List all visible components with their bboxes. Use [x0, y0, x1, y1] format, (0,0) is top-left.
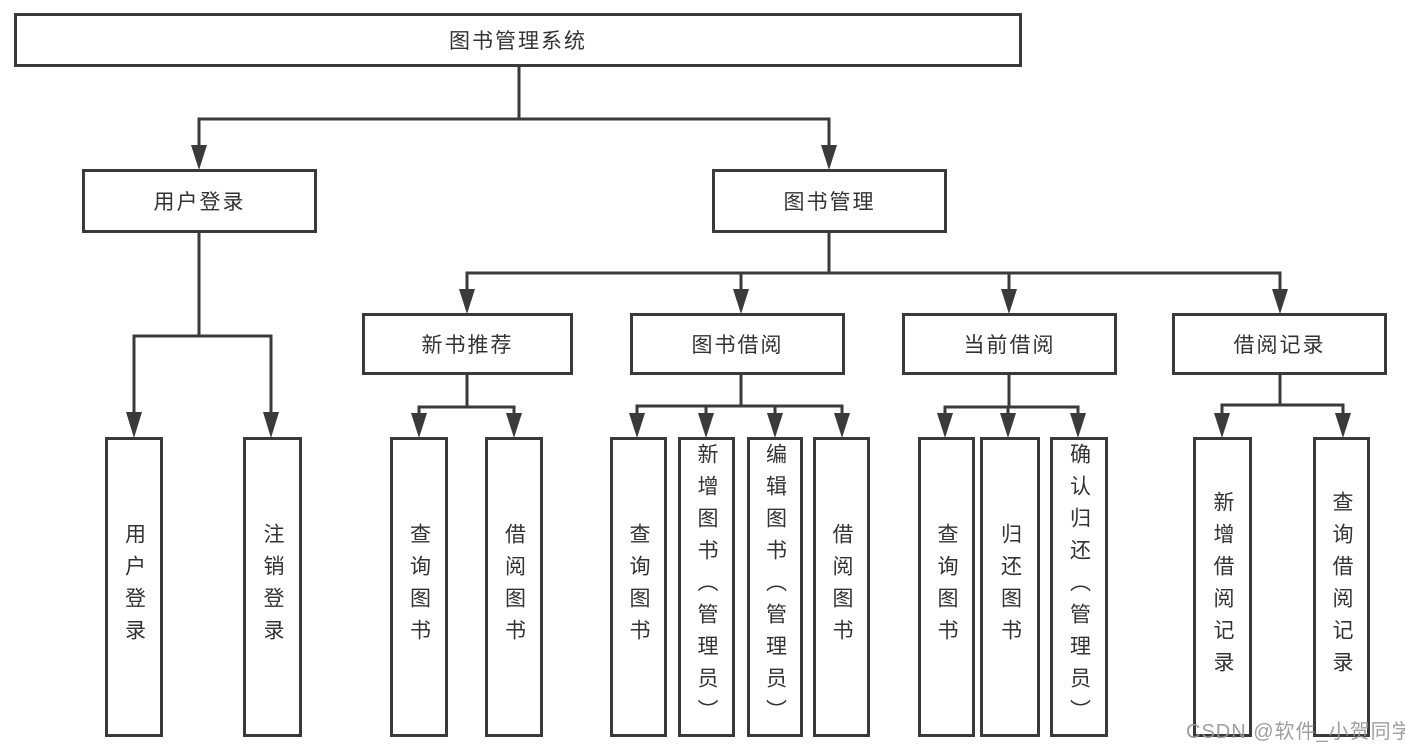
leaf-logout-label: 注销登录: [261, 523, 284, 651]
leaf-recommend-borrow-books-label: 借阅图书: [502, 523, 526, 651]
node-book-management-label: 图书管理: [783, 191, 876, 214]
connector-borrow-records: [1220, 375, 1345, 415]
leaf-user-login-label: 用户登录: [122, 523, 146, 651]
arrowheads-user-login: [126, 412, 279, 438]
node-book-borrow-label: 图书借阅: [691, 334, 784, 357]
node-borrow-records: 借阅记录: [1172, 313, 1387, 375]
leaf-borrow-query-books-label: 查询图书: [627, 523, 650, 651]
arrowheads-borrow-records: [1214, 413, 1351, 438]
node-new-book-recommend: 新书推荐: [362, 313, 573, 375]
leaf-recommend-query-books: 查询图书: [390, 437, 448, 737]
leaf-add-books-admin-label: 新增图书（管理员）: [695, 443, 718, 731]
leaf-query-borrow-record: 查询借阅记录: [1313, 437, 1370, 737]
arrowheads-new-book-rec: [411, 413, 522, 438]
leaf-recommend-borrow-books: 借阅图书: [485, 437, 543, 737]
node-user-login-label: 用户登录: [153, 191, 246, 214]
connector-current-borrow: [943, 375, 1080, 415]
leaf-confirm-return-admin: 确认归还（管理员）: [1050, 437, 1108, 737]
connector-root-to-level2: [197, 67, 831, 148]
arrowheads-book-borrow: [629, 413, 850, 438]
leaf-borrow-books-label: 借阅图书: [830, 523, 853, 651]
node-user-login: 用户登录: [82, 169, 317, 233]
node-book-borrow: 图书借阅: [630, 313, 845, 375]
leaf-add-borrow-record-label: 新增借阅记录: [1211, 491, 1234, 683]
leaf-borrow-books: 借阅图书: [813, 437, 870, 737]
node-book-management: 图书管理: [712, 169, 947, 233]
node-borrow-records-label: 借阅记录: [1233, 334, 1326, 357]
node-new-book-recommend-label: 新书推荐: [421, 334, 514, 357]
leaf-confirm-return-admin-label: 确认归还（管理员）: [1067, 443, 1091, 731]
node-current-borrow: 当前借阅: [902, 313, 1117, 375]
arrowheads-current-borrow: [937, 413, 1086, 438]
leaf-add-borrow-record: 新增借阅记录: [1193, 437, 1252, 737]
node-current-borrow-label: 当前借阅: [963, 334, 1056, 357]
node-root: 图书管理系统: [14, 13, 1022, 67]
arrowheads-level2: [191, 145, 837, 170]
connector-book-mgmt: [465, 233, 1282, 291]
node-root-label: 图书管理系统: [449, 30, 587, 53]
leaf-return-books: 归还图书: [980, 437, 1040, 737]
leaf-user-login: 用户登录: [105, 437, 163, 737]
connector-book-borrow: [635, 375, 844, 415]
leaf-current-query-books-label: 查询图书: [935, 523, 958, 651]
leaf-logout: 注销登录: [243, 437, 302, 737]
csdn-watermark: CSDN @软件_小贺同学: [1186, 721, 1405, 743]
connector-user-login: [132, 233, 273, 414]
leaf-recommend-query-books-label: 查询图书: [407, 523, 431, 651]
arrowheads-level3: [459, 289, 1288, 314]
leaf-edit-books-admin: 编辑图书（管理员）: [747, 437, 803, 737]
connector-new-book-rec: [417, 375, 516, 415]
leaf-query-borrow-record-label: 查询借阅记录: [1330, 491, 1353, 683]
leaf-edit-books-admin-label: 编辑图书（管理员）: [763, 443, 787, 731]
leaf-current-query-books: 查询图书: [918, 437, 975, 737]
leaf-borrow-query-books: 查询图书: [610, 437, 667, 737]
leaf-return-books-label: 归还图书: [998, 523, 1022, 651]
leaf-add-books-admin: 新增图书（管理员）: [678, 437, 735, 737]
